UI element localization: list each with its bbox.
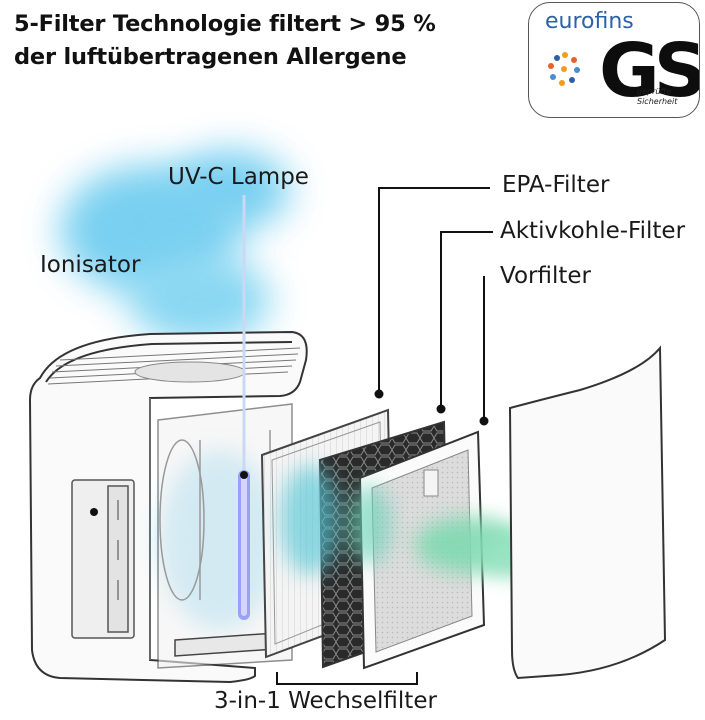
ionisator-module xyxy=(71,479,135,639)
label-epa-filter: EPA-Filter xyxy=(502,172,610,198)
badge-sub-line-1: geprüfte xyxy=(637,87,672,96)
label-wechselfilter: 3-in-1 Wechselfilter xyxy=(214,688,437,714)
air-flow-through xyxy=(280,465,392,575)
label-vorfilter: Vorfilter xyxy=(500,263,591,289)
aktivkohle-pointer-dot xyxy=(436,404,446,414)
gs-mark: GS xyxy=(599,28,700,114)
eurofins-dots-logo xyxy=(548,52,580,86)
wechselfilter-bracket xyxy=(276,672,418,685)
label-aktivkohle-filter: Aktivkohle-Filter xyxy=(500,218,686,244)
badge-sub-line-2: Sicherheit xyxy=(637,97,678,106)
label-ionisator: Ionisator xyxy=(40,252,141,278)
air-cloud-top xyxy=(60,150,290,345)
label-uvc-lampe: UV-C Lampe xyxy=(168,164,309,190)
ionisator-pointer-dot xyxy=(90,508,98,516)
headline: 5-Filter Technologie filtert > 95 % der … xyxy=(14,8,436,74)
vorfilter-pointer-dot xyxy=(479,416,489,426)
headline-line-1: 5-Filter Technologie filtert > 95 % xyxy=(14,11,436,37)
badge-subtext: geprüfte Sicherheit xyxy=(637,87,677,107)
front-cover xyxy=(508,345,667,680)
pointer-lines xyxy=(378,187,493,418)
control-panel xyxy=(134,361,246,383)
headline-line-2: der luftübertragenen Allergene xyxy=(14,44,407,70)
epa-pointer-dot xyxy=(374,389,384,399)
uvc-lamp xyxy=(238,195,250,620)
filter-cavity xyxy=(157,403,293,669)
badge-brand-text: eurofins xyxy=(545,9,634,34)
eurofins-gs-badge: eurofins GS geprüfte Sicherheit xyxy=(528,2,700,118)
